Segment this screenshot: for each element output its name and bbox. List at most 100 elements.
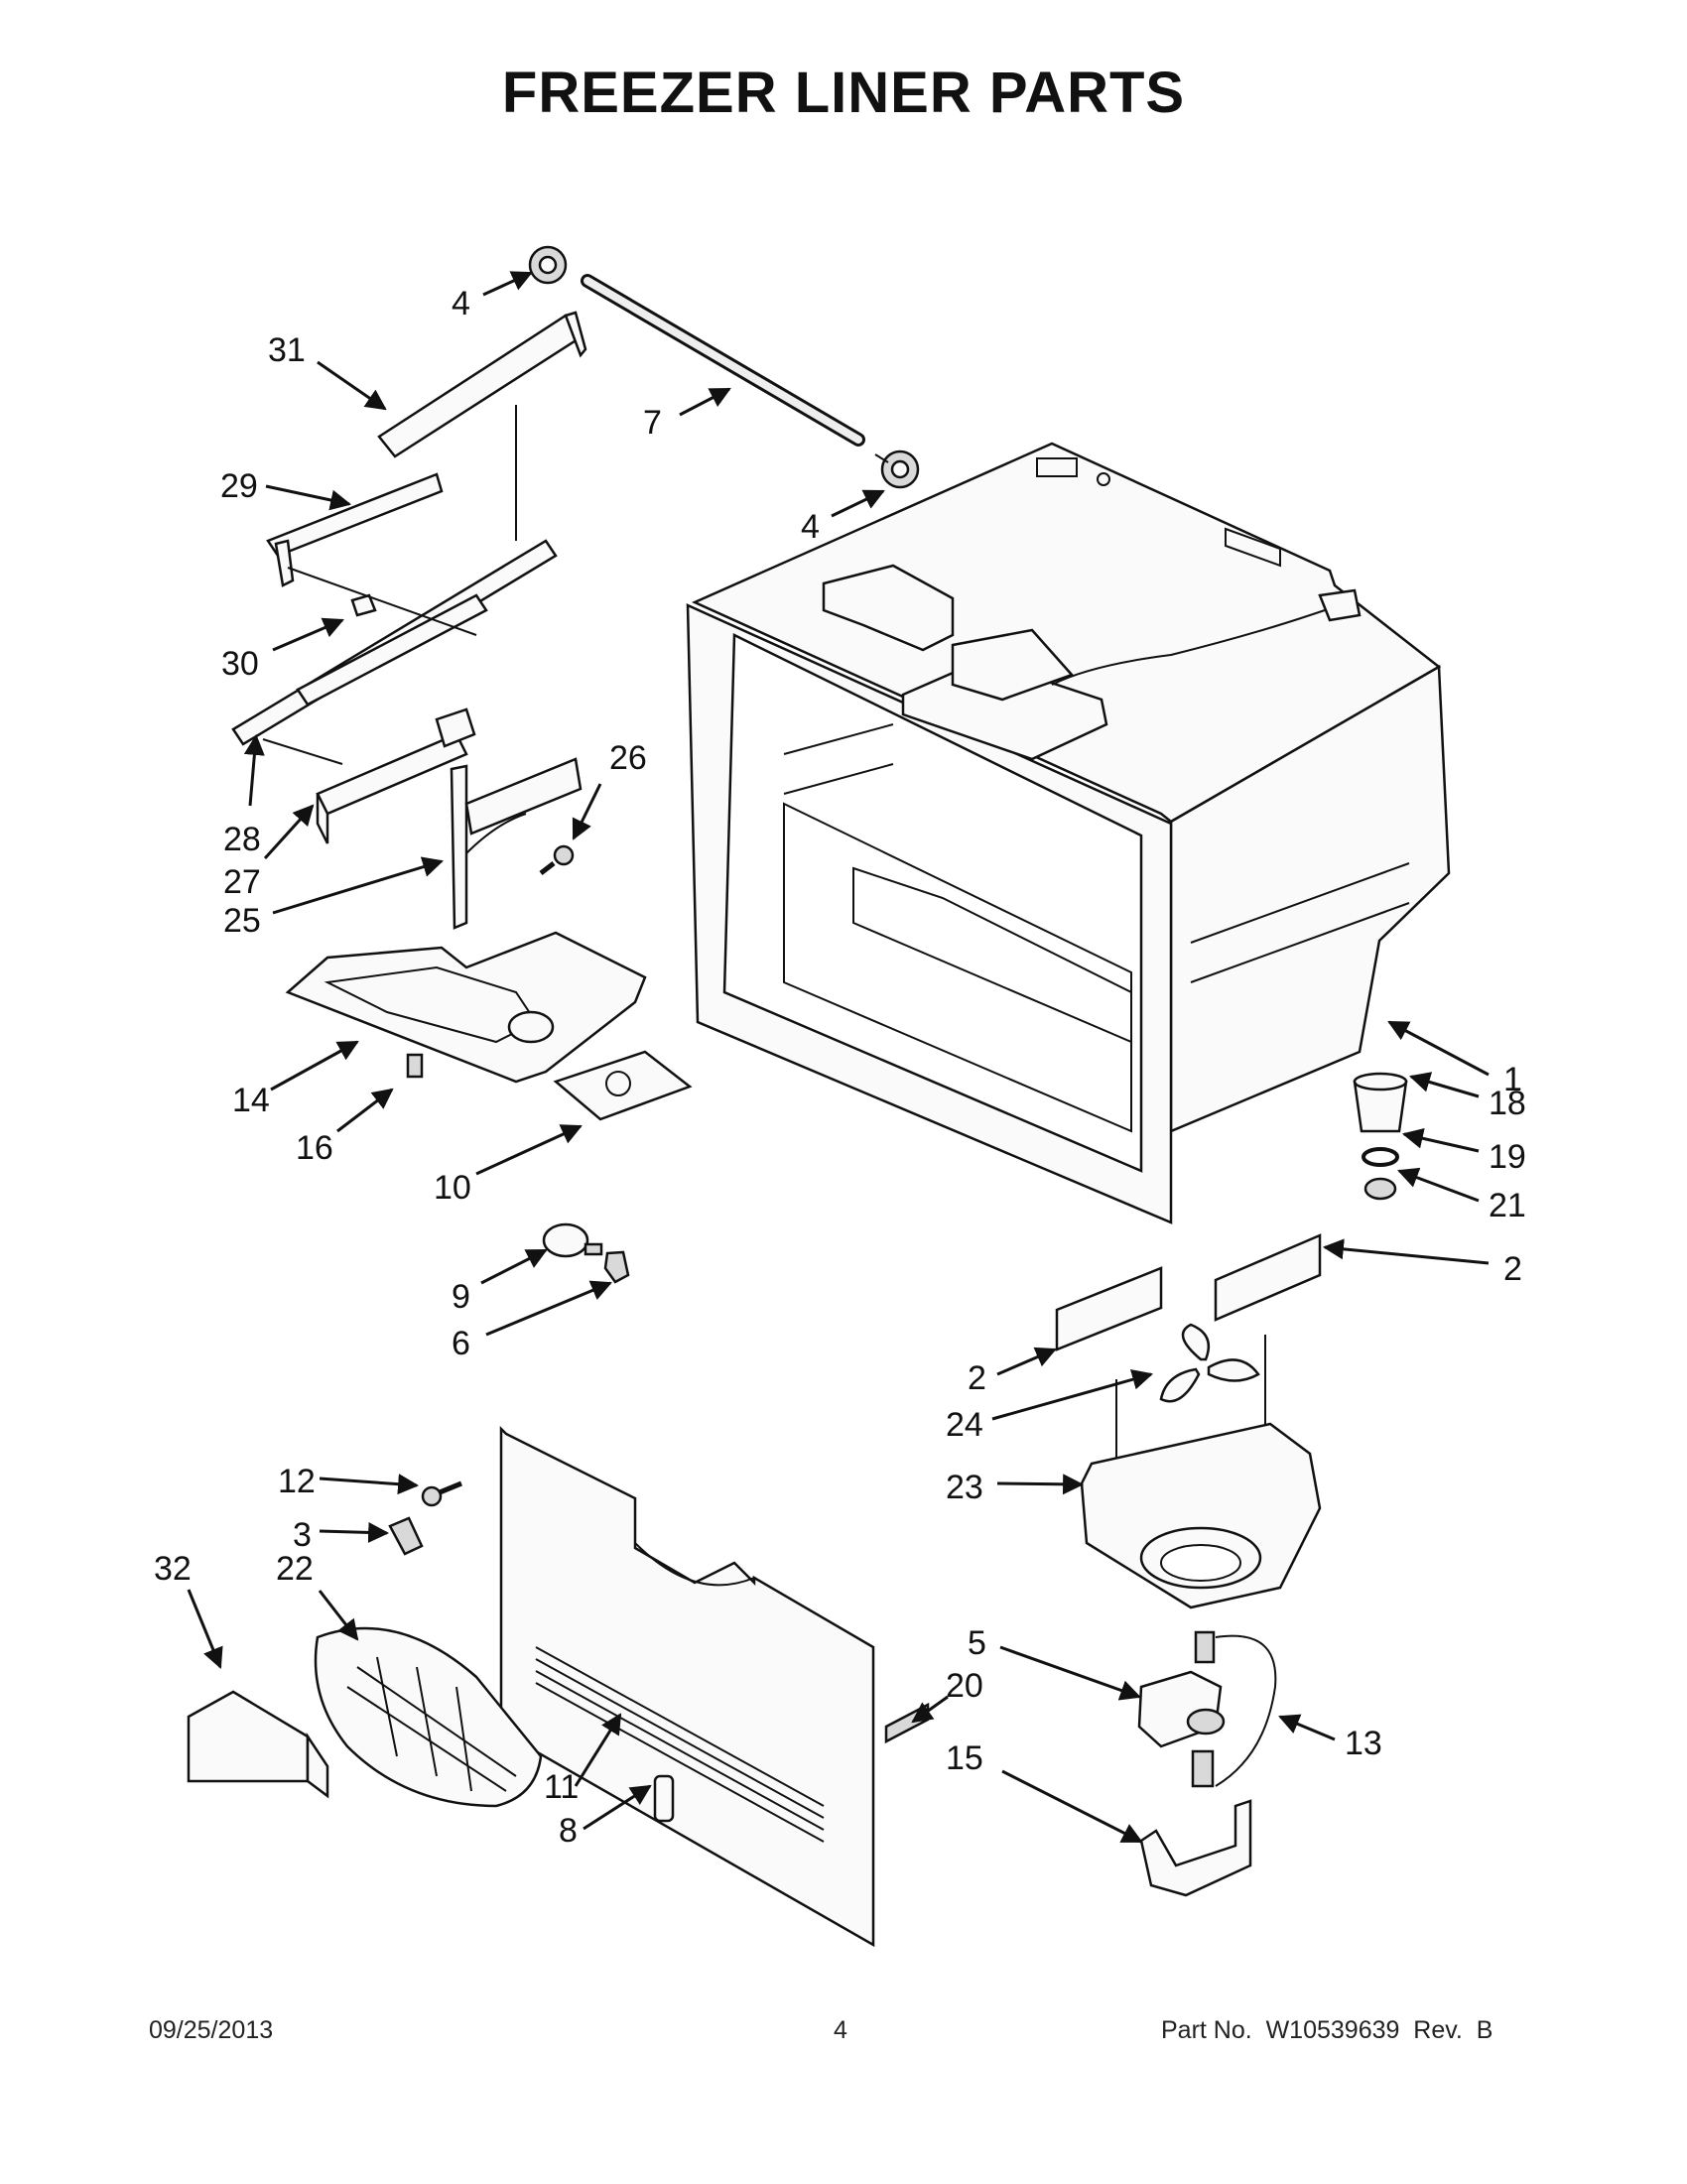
- leader-24: [991, 1369, 1154, 1421]
- leader-26: [572, 783, 602, 840]
- socket-part: [603, 1250, 630, 1284]
- leader-23: [996, 1474, 1085, 1495]
- callout-16: 16: [296, 1129, 333, 1167]
- callout-3: 3: [293, 1516, 312, 1554]
- callout-24: 24: [946, 1406, 983, 1444]
- callout-4: 4: [801, 508, 820, 546]
- foam-strip-part: [884, 1702, 930, 1744]
- bracket-part: [316, 707, 476, 844]
- cover-part: [187, 1690, 329, 1799]
- leader-4b: [831, 489, 885, 518]
- gear-part-top: [528, 245, 568, 285]
- leader-10: [475, 1124, 583, 1176]
- leader-28: [243, 733, 265, 807]
- callout-32: 32: [154, 1550, 192, 1588]
- leader-4a: [482, 271, 533, 297]
- drain-funnel-part: [1353, 1072, 1408, 1133]
- leader-22: [318, 1590, 359, 1641]
- callout-5: 5: [968, 1624, 986, 1662]
- leader-lines: [187, 271, 1490, 1844]
- foam-pad-part-left: [1055, 1266, 1163, 1351]
- leader-9: [480, 1248, 548, 1285]
- grille-part: [314, 1626, 543, 1808]
- leader-16: [336, 1088, 394, 1133]
- callout-7: 7: [643, 404, 662, 442]
- callout-2: 2: [1503, 1250, 1522, 1288]
- washer-part: [1363, 1177, 1397, 1201]
- callout-20: 20: [946, 1667, 983, 1705]
- footer-page-number: 4: [834, 2016, 847, 2044]
- fan-shroud-part: [1080, 1422, 1322, 1609]
- callout-25: 25: [223, 902, 261, 940]
- callout-22: 22: [276, 1550, 314, 1588]
- leader-2a: [1322, 1238, 1490, 1265]
- leader-15: [1001, 1769, 1143, 1844]
- callout-labels: 4 31 7 29 4 30 26 28 27 25 14 1 18 16 19…: [154, 285, 1526, 1850]
- page-title: FREEZER LINER PARTS: [501, 61, 1186, 125]
- callout-15: 15: [946, 1739, 983, 1777]
- callout-11: 11: [544, 1768, 579, 1806]
- leader-11: [574, 1713, 622, 1787]
- callout-1: 1: [1503, 1061, 1522, 1098]
- callout-12: 12: [278, 1463, 316, 1500]
- leader-29: [265, 484, 352, 511]
- footer-date: 09/25/2013: [149, 2016, 274, 2044]
- callout-29: 29: [220, 467, 258, 505]
- callout-30: 30: [221, 645, 259, 683]
- leader-5: [999, 1645, 1141, 1701]
- leader-13: [1278, 1714, 1336, 1741]
- callout-2: 2: [968, 1359, 986, 1397]
- footer-part-number: Part No. W10539639 Rev. B: [1161, 2016, 1493, 2044]
- leader-3: [319, 1521, 390, 1543]
- fan-blade-part: [1115, 1323, 1266, 1533]
- leader-14: [270, 1040, 359, 1092]
- clip-part: [653, 1774, 675, 1823]
- leader-27: [263, 804, 315, 860]
- evaporator-cover-part: [499, 1425, 875, 1948]
- leader-31: [317, 360, 387, 411]
- callout-8: 8: [559, 1812, 578, 1850]
- o-ring-part: [1362, 1147, 1399, 1167]
- leader-18: [1408, 1072, 1480, 1098]
- callout-28: 28: [223, 821, 261, 858]
- callout-27: 27: [223, 863, 261, 901]
- callout-10: 10: [434, 1169, 471, 1207]
- callout-9: 9: [452, 1278, 470, 1316]
- wire-harness-part: [1215, 1634, 1277, 1787]
- mounting-bracket-part: [388, 1516, 424, 1556]
- shaft-part: [581, 274, 865, 447]
- gear-part-bottom: [874, 450, 920, 489]
- leader-6: [485, 1280, 612, 1337]
- housing-tray-part: [285, 931, 647, 1084]
- bulb-part: [542, 1222, 603, 1258]
- callout-26: 26: [609, 739, 647, 777]
- leader-1: [1387, 1020, 1490, 1077]
- callout-4: 4: [452, 285, 470, 322]
- leader-2b: [996, 1347, 1057, 1376]
- leader-21: [1397, 1167, 1480, 1203]
- screw-part-lower: [421, 1480, 462, 1507]
- leader-7: [679, 387, 731, 417]
- callout-18: 18: [1489, 1085, 1526, 1122]
- callout-14: 14: [232, 1082, 270, 1119]
- freezer-liner-part: [686, 442, 1451, 1224]
- callout-21: 21: [1489, 1187, 1526, 1224]
- side-bracket-part: [450, 757, 583, 930]
- sheet-part: [553, 1050, 693, 1121]
- motor-bracket-part: [1139, 1799, 1252, 1897]
- fan-motor-part: [1137, 1630, 1226, 1788]
- callout-31: 31: [268, 331, 306, 369]
- leader-32: [187, 1589, 223, 1669]
- callout-13: 13: [1345, 1725, 1382, 1762]
- leader-30: [272, 617, 344, 652]
- leader-12: [319, 1474, 420, 1495]
- leader-25: [272, 856, 445, 915]
- leader-8: [583, 1784, 652, 1831]
- switch-part: [406, 1053, 424, 1079]
- screw-part: [539, 844, 575, 875]
- callout-19: 19: [1489, 1138, 1526, 1176]
- callout-6: 6: [452, 1325, 470, 1362]
- foam-pad-part-right: [1214, 1233, 1322, 1322]
- callout-23: 23: [946, 1469, 983, 1506]
